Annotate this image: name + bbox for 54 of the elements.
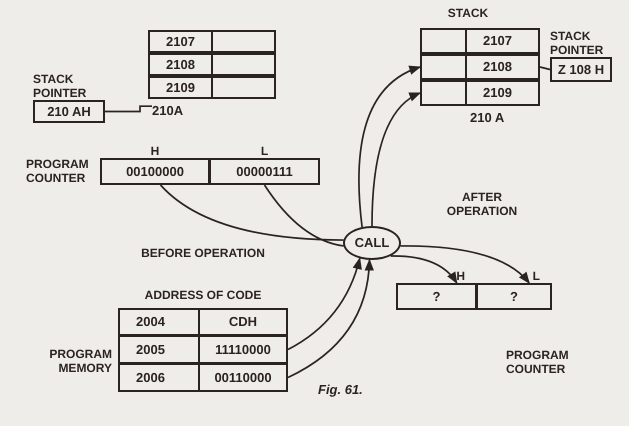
register-label: H [150,144,160,158]
register-label: L [532,269,540,283]
register-label: L [260,144,268,158]
arrow [400,245,530,284]
caption-label: AFTER OPERATION [446,190,518,218]
caption-label: BEFORE OPERATION [140,246,266,260]
register-cell: ? [476,283,552,310]
address-text: 2107 [483,32,512,50]
code-text: 11110000 [215,340,271,359]
caption-label: PROGRAM COUNTER [26,157,90,185]
arrow [358,66,422,228]
memory-row [118,363,288,392]
register-cell: 00100000 [100,158,210,185]
caption-label: ADDRESS OF CODE [144,288,262,302]
stack-row [148,53,276,76]
register-cell: 210 AH [33,100,105,123]
stack-row [420,28,540,54]
address-label: 210A [152,102,184,120]
stack-row [148,76,276,99]
code-text: 00110000 [214,368,272,387]
code-text: CDH [228,313,258,332]
register-label: STACK POINTER [33,72,88,100]
connector-line [540,66,550,70]
register-cell: Z 108 H [550,57,612,82]
address-label: 210 A [470,109,504,128]
address-text: 2005 [136,340,165,359]
arrow [288,257,362,350]
caption-label: PROGRAM COUNTER [506,348,570,376]
register-label: H [456,269,465,283]
caption-label: PROGRAM MEMORY [48,347,112,375]
arrow [288,258,374,378]
connector-line [160,184,344,241]
caption-label: STACK [446,6,490,20]
address-text: 2004 [136,313,165,332]
address-text: 2109 [166,78,195,97]
address-text: 2108 [483,58,512,76]
memory-row [118,308,288,336]
stack-row [148,30,276,53]
memory-row [118,335,288,364]
register-cell: ? [396,283,477,310]
address-text: 2109 [483,84,512,102]
address-text: 2107 [166,32,195,51]
connector-line [105,105,152,112]
arrow [371,92,422,226]
figure-caption: Fig. 61. [318,381,363,399]
register-cell: 00000111 [209,158,320,185]
stack-row [420,54,540,80]
arrow [390,255,458,284]
address-text: 2006 [136,368,165,387]
register-label: STACK POINTER [550,29,604,57]
connector-line [264,184,344,247]
address-text: 2108 [166,56,195,74]
call-ellipse: CALL [343,226,401,260]
stack-row [420,80,540,106]
